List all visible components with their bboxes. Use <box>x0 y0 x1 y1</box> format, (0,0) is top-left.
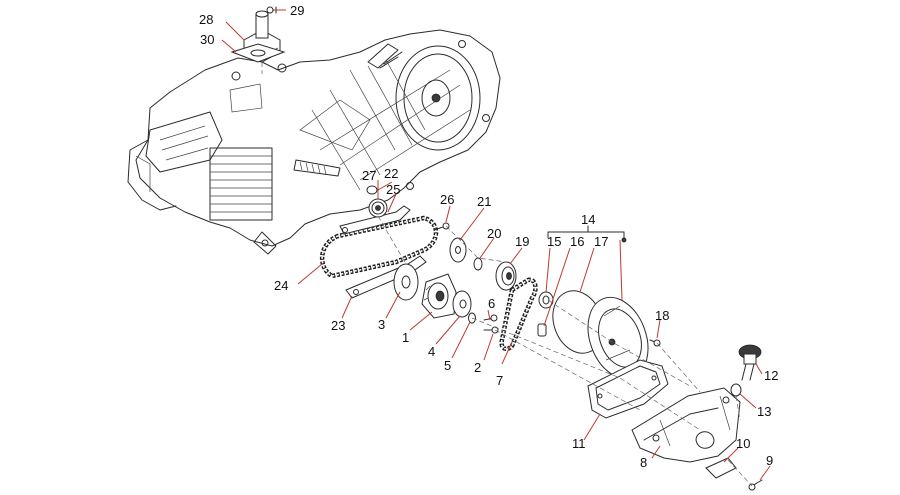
cylinder-fins <box>145 111 273 221</box>
label-part-22: 22 <box>384 166 398 181</box>
part-4-gear <box>452 290 472 318</box>
label-part-23: 23 <box>331 318 345 333</box>
part-30-gasket <box>230 43 286 63</box>
part-7-chain <box>499 277 538 352</box>
label-part-29: 29 <box>290 3 304 18</box>
label-part-20: 20 <box>487 226 501 241</box>
label-part-21: 21 <box>477 194 491 209</box>
assembly-lines <box>261 62 753 487</box>
label-part-19: 19 <box>515 234 529 249</box>
part-11-gasket <box>587 359 669 419</box>
part-27-sprocket <box>368 198 388 218</box>
part-24-chain <box>320 215 439 279</box>
label-part-17: 17 <box>594 234 608 249</box>
part-8-cover <box>631 387 741 463</box>
label-part-3: 3 <box>378 317 385 332</box>
part-20-circlip <box>473 257 483 271</box>
label-part-12: 12 <box>764 368 778 383</box>
engine-crankcase <box>127 29 501 255</box>
part-19-sprocket <box>495 261 517 291</box>
part-21-washer <box>449 237 467 263</box>
leader-lines <box>221 9 771 481</box>
label-part-30: 30 <box>200 32 214 47</box>
label-part-14: 14 <box>581 212 595 227</box>
label-part-8: 8 <box>640 455 647 470</box>
label-part-11: 11 <box>572 436 586 451</box>
part-10-element <box>705 457 737 479</box>
part-22-washer <box>366 185 378 195</box>
part-25-chain-guide <box>339 205 411 235</box>
part-6-bolt <box>483 314 498 322</box>
label-part-4: 4 <box>428 344 435 359</box>
part-1-oil-pump <box>421 273 457 319</box>
label-part-18: 18 <box>655 308 669 323</box>
label-part-16: 16 <box>570 234 584 249</box>
label-part-26: 26 <box>440 192 454 207</box>
label-part-1: 1 <box>402 330 409 345</box>
label-part-10: 10 <box>736 436 750 451</box>
label-part-25: 25 <box>386 182 400 197</box>
label-part-15: 15 <box>547 234 561 249</box>
part-16-bushing <box>537 323 547 337</box>
label-part-5: 5 <box>444 358 451 373</box>
label-part-6: 6 <box>488 296 495 311</box>
part-3-plate <box>393 263 419 301</box>
label-part-28: 28 <box>199 12 213 27</box>
part-13-o-ring <box>730 383 742 397</box>
part-number-labels: 28 29 30 27 22 25 26 21 20 19 14 15 16 1… <box>199 3 778 470</box>
label-part-7: 7 <box>496 373 503 388</box>
part-14-cover-plate <box>587 296 649 380</box>
label-part-27: 27 <box>362 168 376 183</box>
group-bracket-14 <box>547 225 627 243</box>
label-part-9: 9 <box>766 453 773 468</box>
label-part-13: 13 <box>757 404 771 419</box>
label-part-2: 2 <box>474 360 481 375</box>
part-12-oil-cap <box>738 344 762 381</box>
part-9-bolt <box>748 479 763 491</box>
label-part-24: 24 <box>274 278 288 293</box>
